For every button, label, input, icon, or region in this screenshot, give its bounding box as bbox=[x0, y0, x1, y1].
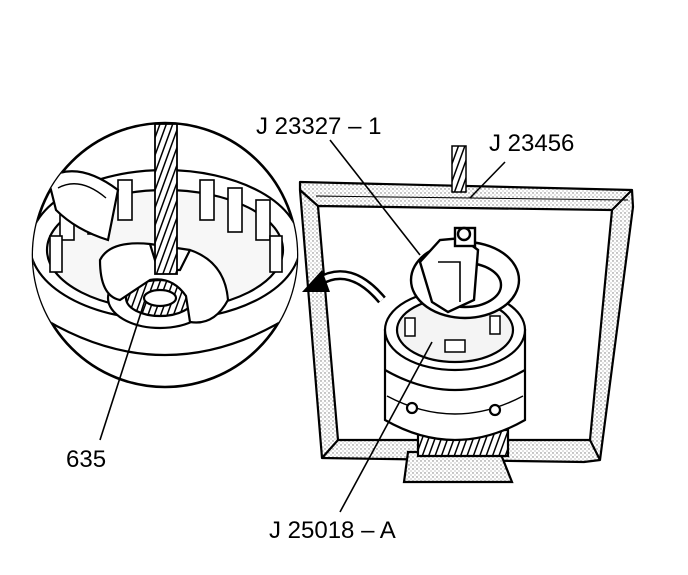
leader-635 bbox=[99, 299, 146, 441]
detail-arrow bbox=[302, 270, 386, 304]
housing-assembly bbox=[383, 288, 527, 484]
leader-lines bbox=[99, 139, 506, 513]
press-ring bbox=[409, 226, 521, 320]
callout-j23456: J 23456 bbox=[489, 130, 575, 157]
leader-j23327 bbox=[329, 139, 421, 256]
callout-j23327-1: J 23327 – 1 bbox=[256, 113, 382, 140]
detail-inset bbox=[31, 121, 299, 389]
press-screw bbox=[451, 145, 467, 193]
leader-j25018 bbox=[339, 341, 433, 513]
callout-635: 635 bbox=[66, 446, 107, 473]
leader-j23456 bbox=[469, 161, 506, 199]
callout-j25018-a: J 25018 – A bbox=[269, 517, 396, 544]
